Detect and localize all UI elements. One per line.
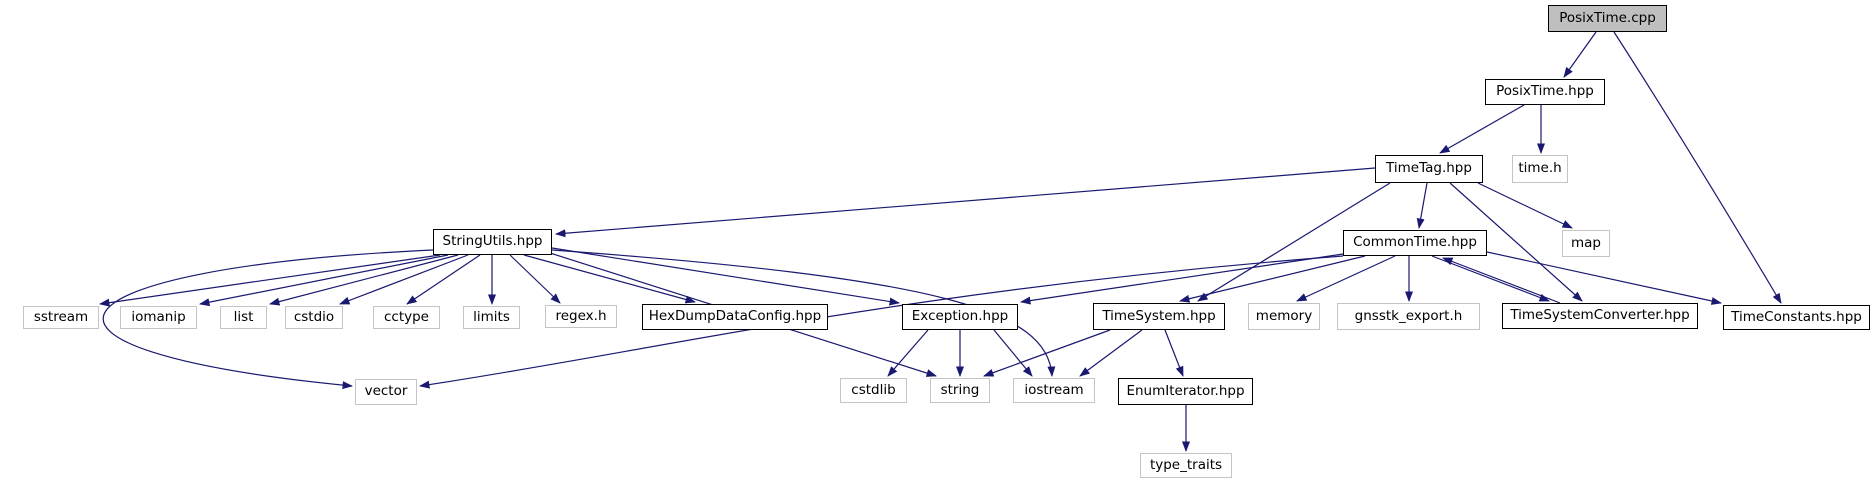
graph-node-posixtime_hpp[interactable]: PosixTime.hpp	[1485, 79, 1605, 105]
graph-node-regex_h: regex.h	[545, 305, 617, 328]
graph-node-list: list	[220, 306, 267, 329]
edge-commontime_hpp-to-timeconstants_hpp	[1486, 251, 1722, 305]
edge-timesystem_hpp-to-iostream	[1079, 329, 1143, 377]
node-label-posixtime_cpp: PosixTime.cpp	[1559, 9, 1656, 26]
node-label-stringutils_hpp: StringUtils.hpp	[442, 233, 543, 250]
graph-node-memory: memory	[1248, 303, 1320, 330]
node-label-regex_h: regex.h	[555, 307, 607, 324]
edge-stringutils_hpp-to-exception_hpp	[551, 247, 900, 306]
node-label-sstream: sstream	[33, 308, 89, 325]
node-label-string: string	[940, 381, 980, 398]
edge-timetag_hpp-to-map	[1477, 182, 1573, 229]
node-label-limits: limits	[473, 308, 510, 325]
edge-stringutils_hpp-to-cctype	[406, 254, 481, 305]
node-label-posixtime_hpp: PosixTime.hpp	[1496, 83, 1594, 100]
graph-node-gnsstk_export_h: gnsstk_export.h	[1337, 303, 1480, 330]
edge-timetag_hpp-to-timesystem_hpp	[1197, 182, 1391, 302]
node-label-tsc_hpp: TimeSystemConverter.hpp	[1510, 307, 1690, 324]
node-label-commontime_hpp: CommonTime.hpp	[1353, 234, 1477, 251]
node-label-iostream: iostream	[1024, 381, 1084, 398]
graph-node-posixtime_cpp: PosixTime.cpp	[1548, 5, 1667, 32]
node-label-cstdio: cstdio	[293, 308, 335, 325]
node-label-exception_hpp: Exception.hpp	[911, 308, 1009, 325]
edge-commontime_hpp-to-tsc_hpp	[1431, 255, 1550, 302]
node-label-enumiterator_hpp: EnumIterator.hpp	[1126, 382, 1245, 399]
graph-node-vector: vector	[355, 379, 417, 405]
graph-node-timesystem_hpp[interactable]: TimeSystem.hpp	[1093, 303, 1225, 330]
node-label-timesystem_hpp: TimeSystem.hpp	[1102, 307, 1216, 324]
edge-stringutils_hpp-to-regex_h	[509, 254, 561, 304]
graph-node-map: map	[1562, 230, 1610, 257]
graph-node-cstdlib: cstdlib	[840, 378, 907, 403]
node-label-vector: vector	[364, 383, 408, 400]
graph-node-commontime_hpp[interactable]: CommonTime.hpp	[1343, 230, 1487, 256]
edge-stringutils_hpp-to-list	[269, 254, 459, 306]
node-label-timeconstants_hpp: TimeConstants.hpp	[1731, 308, 1862, 325]
edge-tsc_hpp-to-commontime_hpp	[1442, 257, 1561, 304]
edge-stringutils_hpp-to-iomanip	[199, 254, 449, 307]
edge-stringutils_hpp-to-sstream	[99, 254, 441, 307]
graph-node-timetag_hpp[interactable]: TimeTag.hpp	[1375, 155, 1483, 183]
edge-timetag_hpp-to-tsc_hpp	[1449, 182, 1583, 302]
graph-node-iostream: iostream	[1013, 378, 1095, 403]
edge-timesystem_hpp-to-enumiterator_hpp	[1164, 329, 1184, 377]
edge-posixtime_cpp-to-posixtime_hpp	[1563, 31, 1597, 78]
node-label-gnsstk_export_h: gnsstk_export.h	[1354, 307, 1463, 324]
edge-commontime_hpp-to-exception_hpp	[1020, 253, 1344, 305]
node-label-timetag_hpp: TimeTag.hpp	[1386, 160, 1472, 177]
graph-node-iomanip: iomanip	[120, 306, 197, 329]
edge-stringutils_hpp-to-iostream	[551, 249, 1056, 377]
edge-commontime_hpp-to-timesystem_hpp	[1179, 255, 1366, 303]
edge-commontime_hpp-to-memory	[1296, 255, 1396, 302]
node-label-type_traits: type_traits	[1149, 456, 1223, 473]
node-label-cstdlib: cstdlib	[851, 381, 896, 398]
node-label-iomanip: iomanip	[131, 308, 186, 325]
graph-node-enumiterator_hpp[interactable]: EnumIterator.hpp	[1118, 378, 1253, 405]
edge-exception_hpp-to-iostream	[993, 329, 1033, 377]
graph-node-cstdio: cstdio	[285, 306, 343, 329]
edge-stringutils_hpp-to-vector	[102, 249, 434, 390]
node-label-cctype: cctype	[383, 308, 429, 325]
edge-timetag_hpp-to-commontime_hpp	[1416, 182, 1428, 229]
graph-node-hexdump_hpp[interactable]: HexDumpDataConfig.hpp	[642, 304, 828, 330]
node-label-memory: memory	[1255, 307, 1313, 324]
graph-node-exception_hpp[interactable]: Exception.hpp	[902, 304, 1018, 330]
graph-node-limits: limits	[463, 306, 520, 329]
edge-posixtime_hpp-to-timetag_hpp	[1439, 104, 1525, 154]
edge-posixtime_cpp-to-timeconstants_hpp	[1613, 31, 1782, 304]
edge-stringutils_hpp-to-cstdio	[339, 254, 469, 305]
edge-stringutils_hpp-to-hexdump_hpp	[523, 254, 696, 304]
edge-timesystem_hpp-to-string	[983, 329, 1111, 377]
graph-node-cctype: cctype	[373, 306, 440, 329]
graph-node-type_traits: type_traits	[1140, 453, 1232, 478]
graph-node-tsc_hpp[interactable]: TimeSystemConverter.hpp	[1502, 303, 1698, 329]
graph-node-string: string	[930, 378, 990, 403]
graph-node-sstream: sstream	[23, 306, 99, 329]
graph-node-timeconstants_hpp[interactable]: TimeConstants.hpp	[1723, 305, 1870, 330]
node-label-list: list	[233, 308, 254, 325]
node-label-time_h: time.h	[1518, 160, 1562, 177]
edge-exception_hpp-to-cstdlib	[887, 329, 929, 377]
node-label-map: map	[1571, 234, 1601, 251]
graph-node-time_h: time.h	[1512, 155, 1568, 183]
graph-node-stringutils_hpp[interactable]: StringUtils.hpp	[433, 229, 552, 255]
node-label-hexdump_hpp: HexDumpDataConfig.hpp	[648, 308, 822, 325]
edge-timetag_hpp-to-stringutils_hpp	[555, 167, 1376, 238]
